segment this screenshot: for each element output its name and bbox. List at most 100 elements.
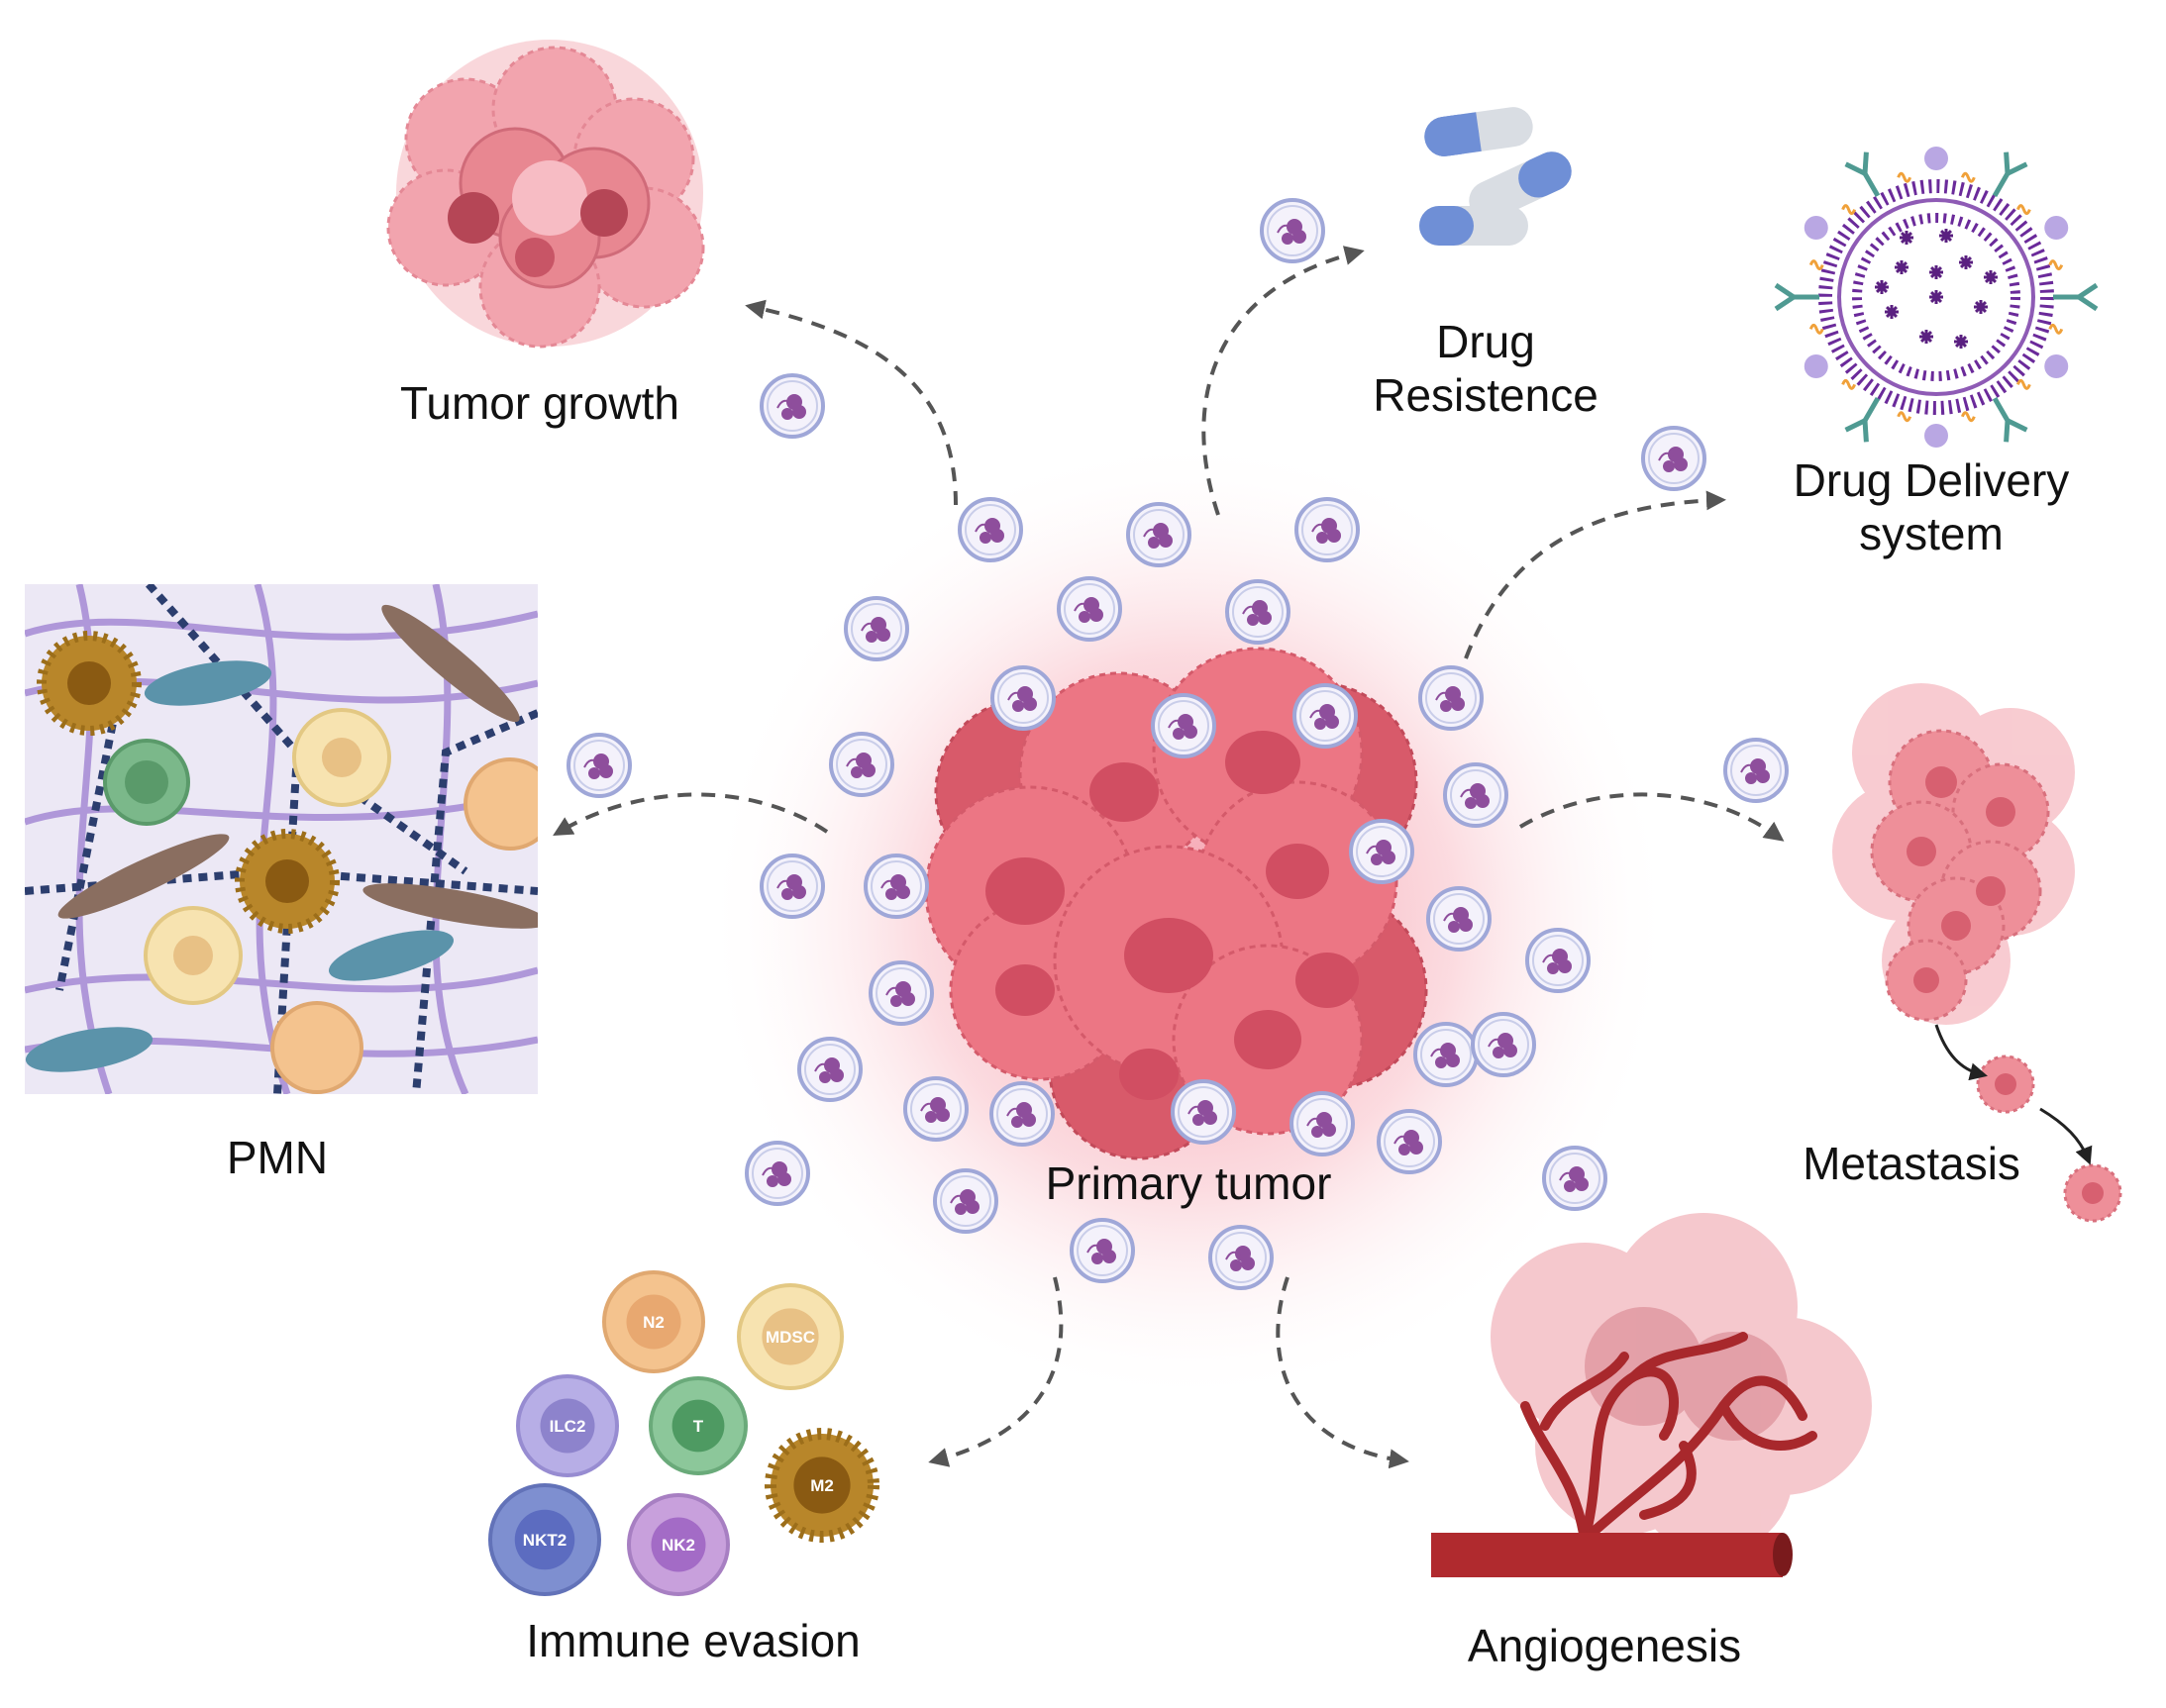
drug-star-icon: [1885, 305, 1899, 319]
neutrophil-group: [567, 198, 1789, 1290]
neutrophil-icon: [1292, 683, 1358, 749]
immune-cell-m2: M2: [765, 1428, 879, 1543]
label-immune-evasion: Immune evasion: [526, 1615, 861, 1666]
ligand-icon: [2044, 216, 2069, 240]
immune-cell-label: ILC2: [550, 1417, 586, 1436]
ligand-icon: [1924, 147, 1948, 170]
label-primary-tumor: Primary tumor: [1045, 1157, 1332, 1209]
peg-chain-icon: [2015, 204, 2031, 216]
neutrophil-icon: [1418, 665, 1484, 731]
drug-star-icon: [1984, 270, 1998, 284]
drug-star-icon: [1875, 280, 1889, 294]
neutrophil-icon: [864, 854, 929, 919]
label-tumor-growth: Tumor growth: [399, 377, 680, 429]
drug-star-icon: [1939, 229, 1953, 243]
antibody-icon: [1992, 151, 2028, 198]
neutrophil-icon: [1426, 886, 1492, 952]
antibody-icon: [1844, 396, 1881, 443]
label-drug-resistance-line2: Resistence: [1373, 369, 1599, 421]
antibody-icon: [1774, 282, 1819, 312]
peg-chain-icon: [1808, 323, 1824, 335]
peg-chain-icon: [2015, 378, 2031, 390]
neutrophil-icon: [797, 1037, 863, 1102]
neutrophil-icon: [990, 665, 1056, 731]
label-drug-delivery-line1: Drug Delivery: [1793, 454, 2070, 506]
neutrophil-icon: [903, 1076, 969, 1142]
label-drug-resistance: Drug Resistence: [1357, 315, 1614, 422]
immune-cell-t: T: [649, 1376, 748, 1475]
arrows: [553, 246, 1785, 1469]
drug-star-icon: [1929, 290, 1943, 304]
immune-cell-ilc2: ILC2: [516, 1374, 619, 1477]
arrow-to-pmn: [553, 792, 829, 837]
peg-chain-icon: [1960, 171, 1976, 183]
neutrophil-icon: [1289, 1091, 1355, 1156]
label-pmn: PMN: [226, 1132, 329, 1183]
immune-cell-label: M2: [810, 1476, 834, 1495]
neutrophil-icon: [869, 960, 934, 1026]
neutrophil-icon: [1171, 1079, 1236, 1145]
drug-star-icon: [1954, 335, 1968, 349]
ligand-icon: [1804, 354, 1828, 378]
immune-cell-nk2: NK2: [627, 1493, 730, 1596]
ligand-icon: [1804, 216, 1828, 240]
neutrophil-icon: [1349, 819, 1414, 884]
label-drug-delivery-line2: system: [1859, 508, 2004, 559]
antibody-icon: [1992, 396, 2028, 443]
neutrophil-icon: [989, 1081, 1055, 1147]
neutrophil-icon: [1057, 576, 1122, 642]
peg-chain-icon: [1841, 204, 1857, 216]
immune-cell-mdsc: MDSC: [737, 1283, 844, 1390]
neutrophil-icon: [1641, 426, 1706, 491]
peg-chain-icon: [2048, 323, 2064, 335]
neutrophil-icon: [829, 732, 894, 797]
arrow-to-angiogenesis: [1276, 1276, 1409, 1469]
immune-cell-label: MDSC: [766, 1328, 815, 1347]
neutrophil-icon: [1542, 1146, 1607, 1211]
arrow-to-drug-delivery: [1464, 490, 1726, 659]
arrow-to-drug-resistance: [1201, 246, 1365, 516]
neutrophil-icon: [1126, 502, 1191, 567]
neutrophil-icon: [760, 373, 825, 439]
drug-star-icon: [1900, 231, 1913, 245]
neutrophil-icon: [760, 854, 825, 919]
neutrophil-icon: [1151, 693, 1216, 758]
drug-star-icon: [1959, 255, 1973, 269]
ligand-icon: [1924, 424, 1948, 448]
pill-capsules-illustration: [1419, 107, 1572, 246]
drug-star-icon: [1895, 260, 1908, 274]
arrow-to-immune-evasion: [928, 1276, 1064, 1467]
neutrophil-icon: [1723, 738, 1789, 803]
drug-star-icon: [1974, 300, 1988, 314]
antibody-icon: [2053, 282, 2099, 312]
arrow-to-metastasis: [1518, 792, 1785, 842]
liposome-illustration: [1774, 147, 2099, 448]
neutrophil-icon: [1225, 579, 1290, 645]
drug-star-icon: [1929, 265, 1943, 279]
neutrophil-icon: [1260, 198, 1325, 263]
immune-cell-nkt2: NKT2: [488, 1483, 601, 1596]
immune-cell-label: T: [693, 1417, 704, 1436]
pmn-panel: [25, 584, 538, 1094]
neutrophil-icon: [1443, 762, 1508, 828]
neutrophil-icon: [1208, 1225, 1274, 1290]
label-metastasis: Metastasis: [1803, 1138, 2020, 1189]
metastasis-illustration: [1832, 683, 2122, 1223]
immune-cell-label: N2: [643, 1313, 665, 1332]
drug-star-icon: [1919, 330, 1933, 344]
immune-cell-n2: N2: [602, 1270, 705, 1373]
peg-chain-icon: [1841, 378, 1857, 390]
tumor-growth-illustration: [386, 40, 705, 349]
neutrophil-icon: [1525, 928, 1591, 993]
immune-cell-label: NK2: [662, 1536, 695, 1555]
label-drug-resistance-line1: Drug: [1436, 316, 1535, 367]
neutrophil-icon: [1471, 1012, 1536, 1077]
angiogenesis-illustration: [1431, 1213, 1872, 1577]
peg-chain-icon: [1808, 259, 1824, 271]
immune-cell-label: NKT2: [523, 1531, 567, 1550]
neutrophil-icon: [567, 733, 632, 798]
peg-chain-icon: [1897, 411, 1912, 423]
